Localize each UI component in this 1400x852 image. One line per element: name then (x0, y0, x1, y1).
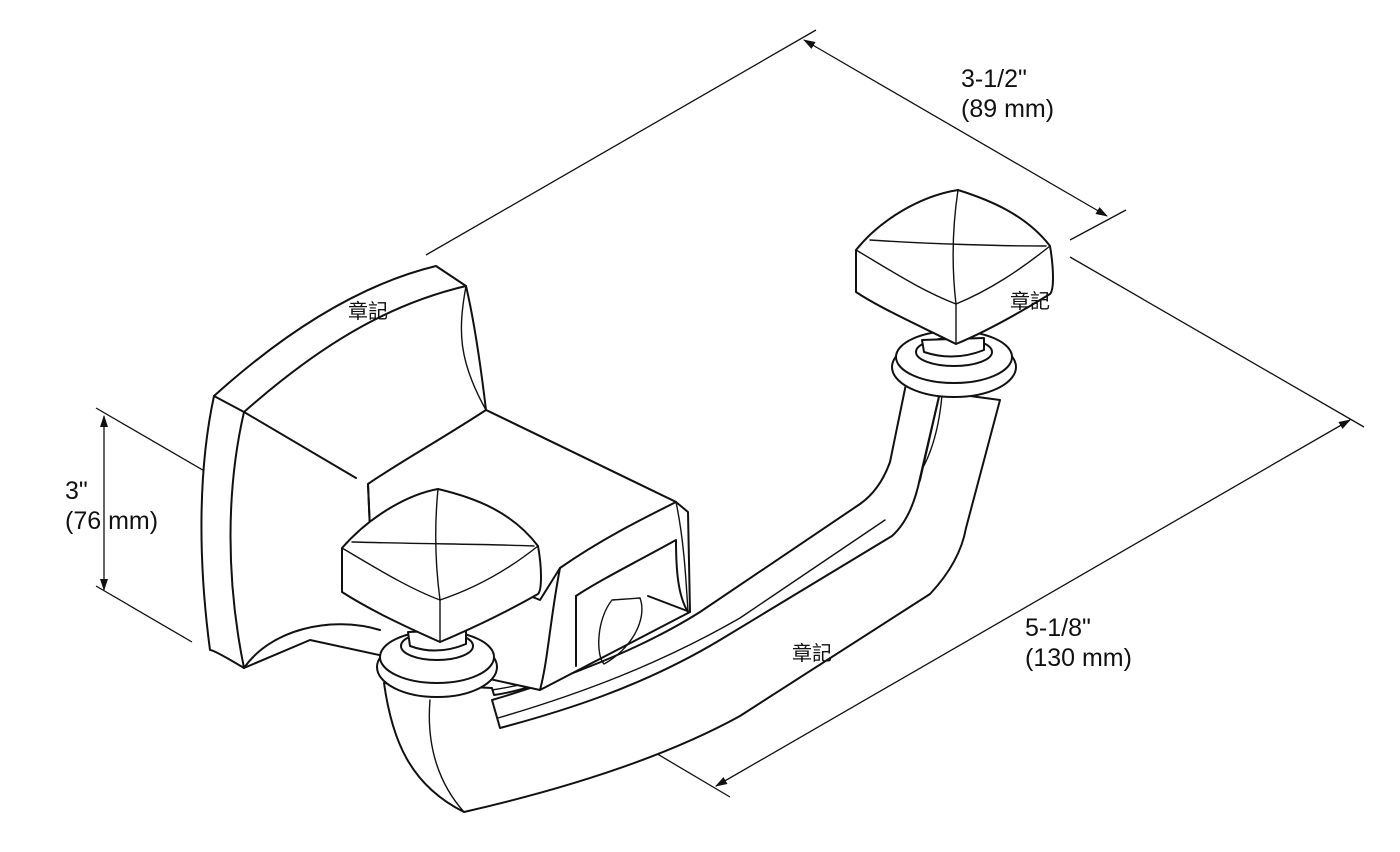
width-dimension-label: 5-1/8" (130 mm) (1025, 613, 1132, 673)
height-dimension-label: 3" (76 mm) (65, 476, 158, 536)
depth-dimension-label: 3-1/2" (89 mm) (961, 64, 1054, 124)
width-imperial: 5-1/8" (1025, 614, 1091, 642)
watermark-stamp: 章記 (1010, 289, 1050, 313)
front-knob (341, 488, 542, 698)
watermark-stamp: 章記 (792, 641, 832, 665)
back-knob (855, 189, 1054, 398)
height-metric: (76 mm) (65, 507, 159, 535)
depth-metric: (89 mm) (961, 95, 1055, 123)
depth-imperial: 3-1/2" (961, 65, 1027, 93)
height-imperial: 3" (65, 477, 88, 505)
depth-dimension-lines (425, 29, 1127, 256)
width-metric: (130 mm) (1025, 644, 1132, 672)
watermark-stamp: 章記 (348, 299, 388, 323)
